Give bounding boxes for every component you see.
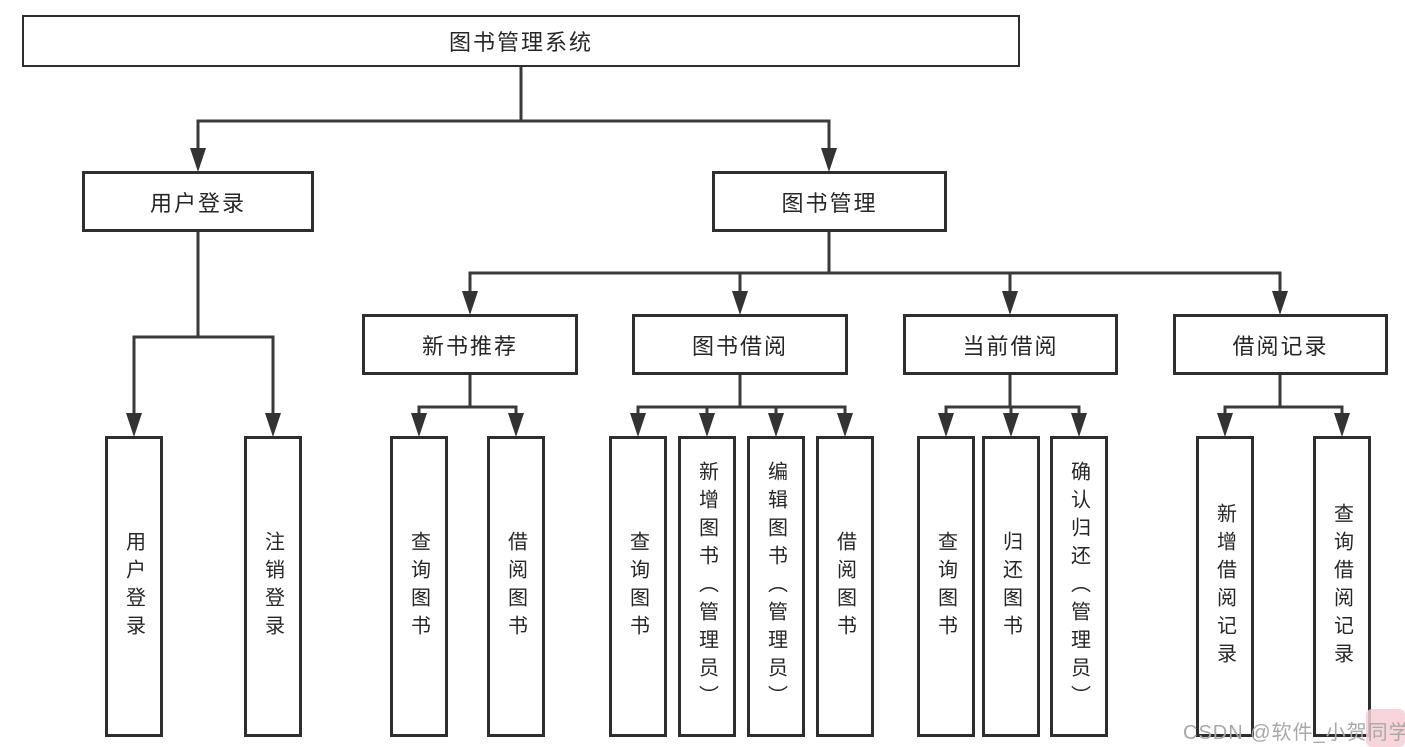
leaf-label: 编辑图书（管理员） [764,460,787,713]
leaf-query-borrow-record: 查询借阅记录 [1313,436,1371,737]
leaf-label: 借阅图书 [504,530,527,643]
node-user-login: 用户登录 [82,171,314,232]
leaf-edit-books-admin: 编辑图书（管理员） [747,436,805,737]
watermark-highlight [1366,709,1405,747]
leaf-query-books-recommend: 查询图书 [390,436,448,737]
leaf-query-books-current: 查询图书 [917,436,975,737]
connector-lines [132,67,1344,430]
leaf-label: 查询图书 [934,530,957,643]
node-label: 图书借阅 [691,333,788,359]
leaf-label: 查询图书 [626,530,649,643]
node-new-book-recommendation: 新书推荐 [362,314,578,375]
leaf-label: 注销登录 [261,530,284,643]
leaf-borrow-books: 借阅图书 [816,436,874,737]
leaf-label: 新增借阅记录 [1213,502,1236,671]
leaf-label: 归还图书 [999,530,1022,643]
leaf-query-books-borrow: 查询图书 [609,436,667,737]
leaf-label: 用户登录 [122,530,145,643]
arrow-heads [126,148,1350,437]
leaf-label: 借阅图书 [833,530,856,643]
node-label: 用户登录 [149,190,246,216]
node-label: 新书推荐 [421,333,518,359]
node-label: 借阅记录 [1232,333,1329,359]
watermark-text: CSDN @软件_小贺同学 [1183,722,1405,744]
leaf-label: 新增图书（管理员） [695,460,718,713]
leaf-label: 查询借阅记录 [1330,502,1353,671]
leaf-borrow-books-recommend: 借阅图书 [487,436,545,737]
node-label: 当前借阅 [962,333,1059,359]
leaf-user-login: 用户登录 [105,436,163,737]
leaf-label: 查询图书 [407,530,430,643]
leaf-add-borrow-record: 新增借阅记录 [1196,436,1254,737]
node-current-borrowing: 当前借阅 [903,314,1118,375]
leaf-add-books-admin: 新增图书（管理员） [678,436,736,737]
root-node-book-management-system: 图书管理系统 [22,15,1020,67]
node-borrowing-records: 借阅记录 [1173,314,1388,375]
leaf-confirm-return-admin: 确认归还（管理员） [1050,436,1108,737]
node-label: 图书管理 [781,190,878,216]
node-book-management: 图书管理 [712,171,947,232]
leaf-return-books: 归还图书 [982,436,1040,737]
node-label: 图书管理系统 [448,30,593,55]
node-book-borrowing: 图书借阅 [632,314,848,375]
leaf-logout: 注销登录 [244,436,302,737]
leaf-label: 确认归还（管理员） [1067,460,1090,713]
